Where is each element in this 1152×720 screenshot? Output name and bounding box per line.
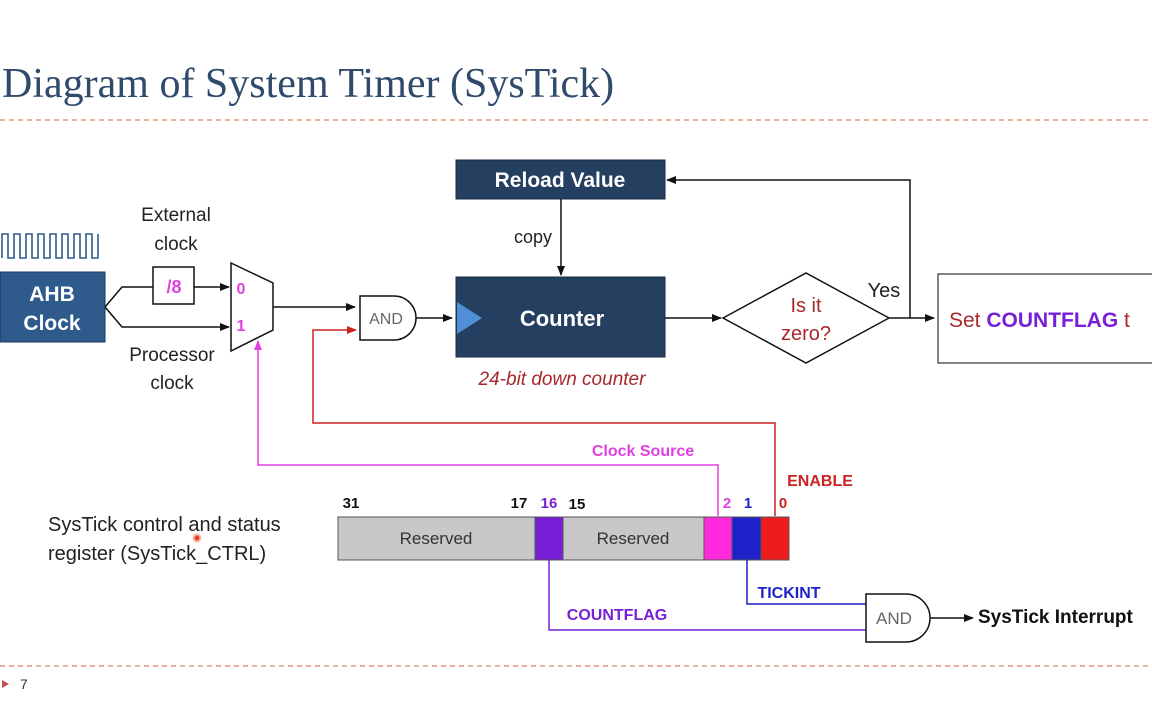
register-reserved-high (337, 516, 536, 561)
slide-title: Diagram of System Timer (SysTick) (2, 61, 615, 107)
decision-label: Is it (790, 295, 822, 317)
reserved-low-label: Reserved (597, 529, 670, 548)
processor-clock-label-2: clock (150, 373, 194, 394)
reserved-high-label: Reserved (400, 529, 473, 548)
bit-0-label: 0 (779, 495, 787, 512)
countflag-label: COUNTFLAG (567, 607, 667, 624)
mux-input-1: 1 (237, 318, 246, 335)
divide-by-8-box (152, 266, 195, 305)
bit-17-label: 17 (511, 495, 528, 512)
footer-triangle-icon (2, 680, 9, 688)
counter-box (455, 276, 666, 358)
register-bit-0 (760, 516, 790, 561)
clock-source-wire (254, 340, 719, 516)
clock-source-label: Clock Source (592, 443, 694, 460)
ahb-processor-wire (104, 306, 230, 331)
and-gate-enable (359, 295, 417, 341)
and-gate-interrupt (865, 593, 931, 643)
tickint-wire (746, 560, 866, 605)
pointer-dot (192, 533, 202, 543)
tickint-label: TICKINT (757, 585, 820, 602)
divide-by-8-label: /8 (166, 277, 181, 297)
set-countflag-suffix: t (1118, 309, 1130, 332)
bit-15-label: 15 (569, 496, 586, 513)
decision-label-2: zero? (781, 323, 831, 345)
register-description: SysTick control and status (48, 514, 281, 536)
set-countflag-box (937, 273, 1152, 364)
enable-label: ENABLE (787, 473, 853, 490)
counter-caption: 24-bit down counter (478, 369, 647, 390)
register-description-2: register (SysTick_CTRL) (48, 543, 266, 565)
external-clock-label: External (141, 205, 211, 226)
is-zero-decision (721, 272, 891, 364)
clock-mux (230, 261, 274, 353)
ahb-clock-box (0, 271, 106, 343)
ahb-fork-wire (104, 286, 153, 308)
bit-31-label: 31 (343, 495, 360, 512)
set-countflag-flag: COUNTFLAG (986, 309, 1118, 332)
and-gate-label: AND (369, 311, 403, 328)
ahb-label: AHB (29, 283, 75, 306)
reload-feedback-wire (666, 176, 911, 318)
bit-1-label: 1 (744, 495, 752, 512)
yes-label: Yes (868, 280, 901, 302)
register-bit-16 (534, 516, 564, 561)
enable-wire (312, 326, 776, 516)
register-bit-2 (703, 516, 733, 561)
reload-value-box (455, 159, 666, 200)
clock-label: Clock (23, 312, 81, 335)
reload-value-label: Reload Value (495, 169, 626, 192)
set-countflag-prefix: Set (949, 309, 986, 332)
mux-input-0: 0 (237, 281, 246, 298)
clock-input-triangle-icon (457, 302, 482, 334)
copy-label: copy (514, 227, 552, 247)
register-bit-1 (731, 516, 762, 561)
counter-label: Counter (520, 306, 605, 331)
set-countflag-text: Set COUNTFLAG t (949, 309, 1130, 332)
bit-16-label: 16 (541, 495, 558, 512)
countflag-wire (548, 560, 866, 631)
page-number: 7 (20, 676, 28, 692)
bit-2-label: 2 (723, 495, 731, 512)
register-reserved-low (562, 516, 705, 561)
external-clock-label-2: clock (154, 234, 198, 255)
and-gate-2-label: AND (876, 609, 912, 628)
clock-waveform-icon (1, 233, 99, 259)
processor-clock-label: Processor (129, 345, 215, 366)
systick-interrupt-label: SysTick Interrupt (978, 607, 1134, 628)
